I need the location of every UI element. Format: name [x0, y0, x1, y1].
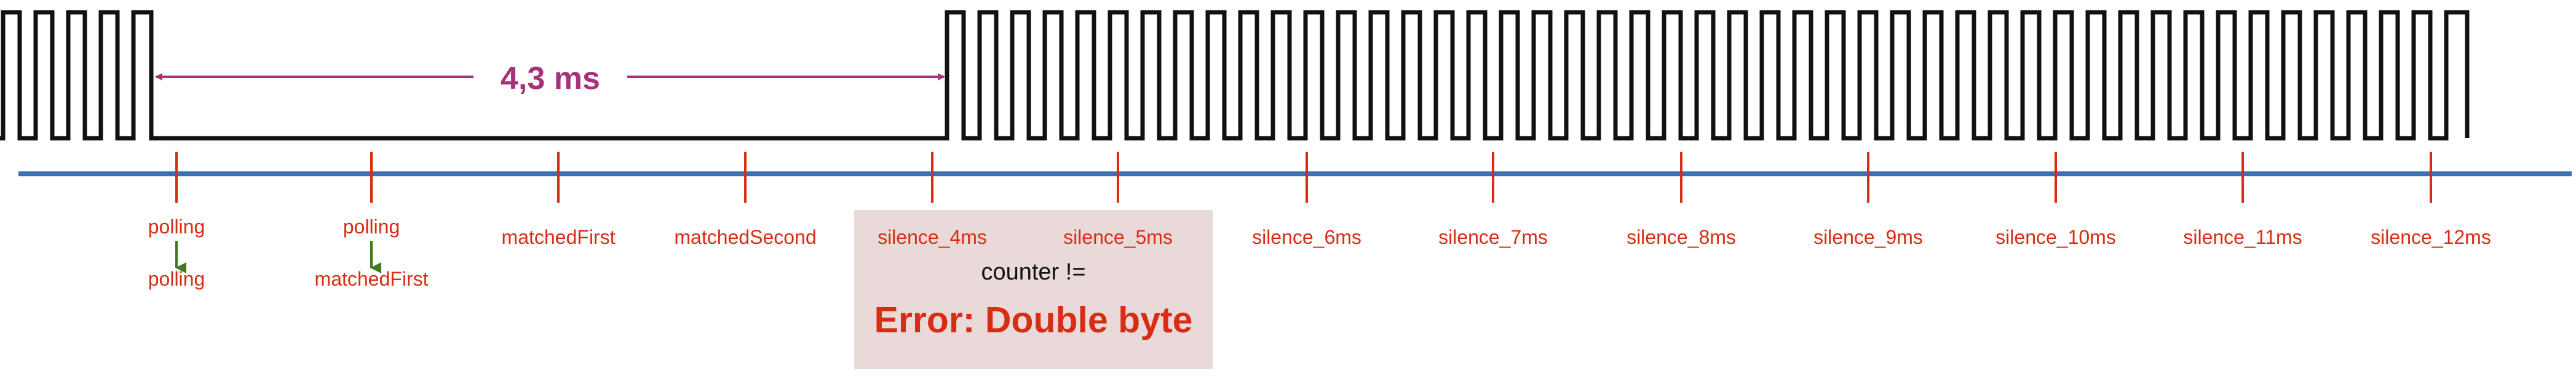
marker-label: matchedSecond	[674, 226, 817, 248]
signal-waveform	[0, 10, 2470, 141]
marker-label: silence_5ms	[1063, 226, 1173, 248]
duration-label: 4,3 ms	[474, 60, 627, 97]
marker-label-top: polling	[148, 216, 205, 238]
marker-label-bottom: polling	[148, 268, 205, 290]
marker-label: silence_6ms	[1252, 226, 1361, 248]
marker-label: matchedFirst	[501, 226, 616, 248]
error-condition-text: counter !=	[981, 259, 1086, 285]
marker-label: silence_9ms	[1813, 226, 1923, 248]
marker-label: silence_12ms	[2371, 226, 2491, 248]
marker-label: silence_10ms	[1995, 226, 2116, 248]
error-box	[854, 210, 1213, 369]
marker-label: silence_8ms	[1627, 226, 1736, 248]
marker-label-top: polling	[343, 216, 400, 238]
marker-label: silence_4ms	[878, 226, 987, 248]
marker-ticks	[175, 152, 2432, 203]
marker-label-bottom: matchedFirst	[314, 268, 429, 290]
marker-label: silence_11ms	[2183, 226, 2302, 248]
marker-label: silence_7ms	[1438, 226, 1548, 248]
error-message: Error: Double byte	[874, 300, 1193, 340]
